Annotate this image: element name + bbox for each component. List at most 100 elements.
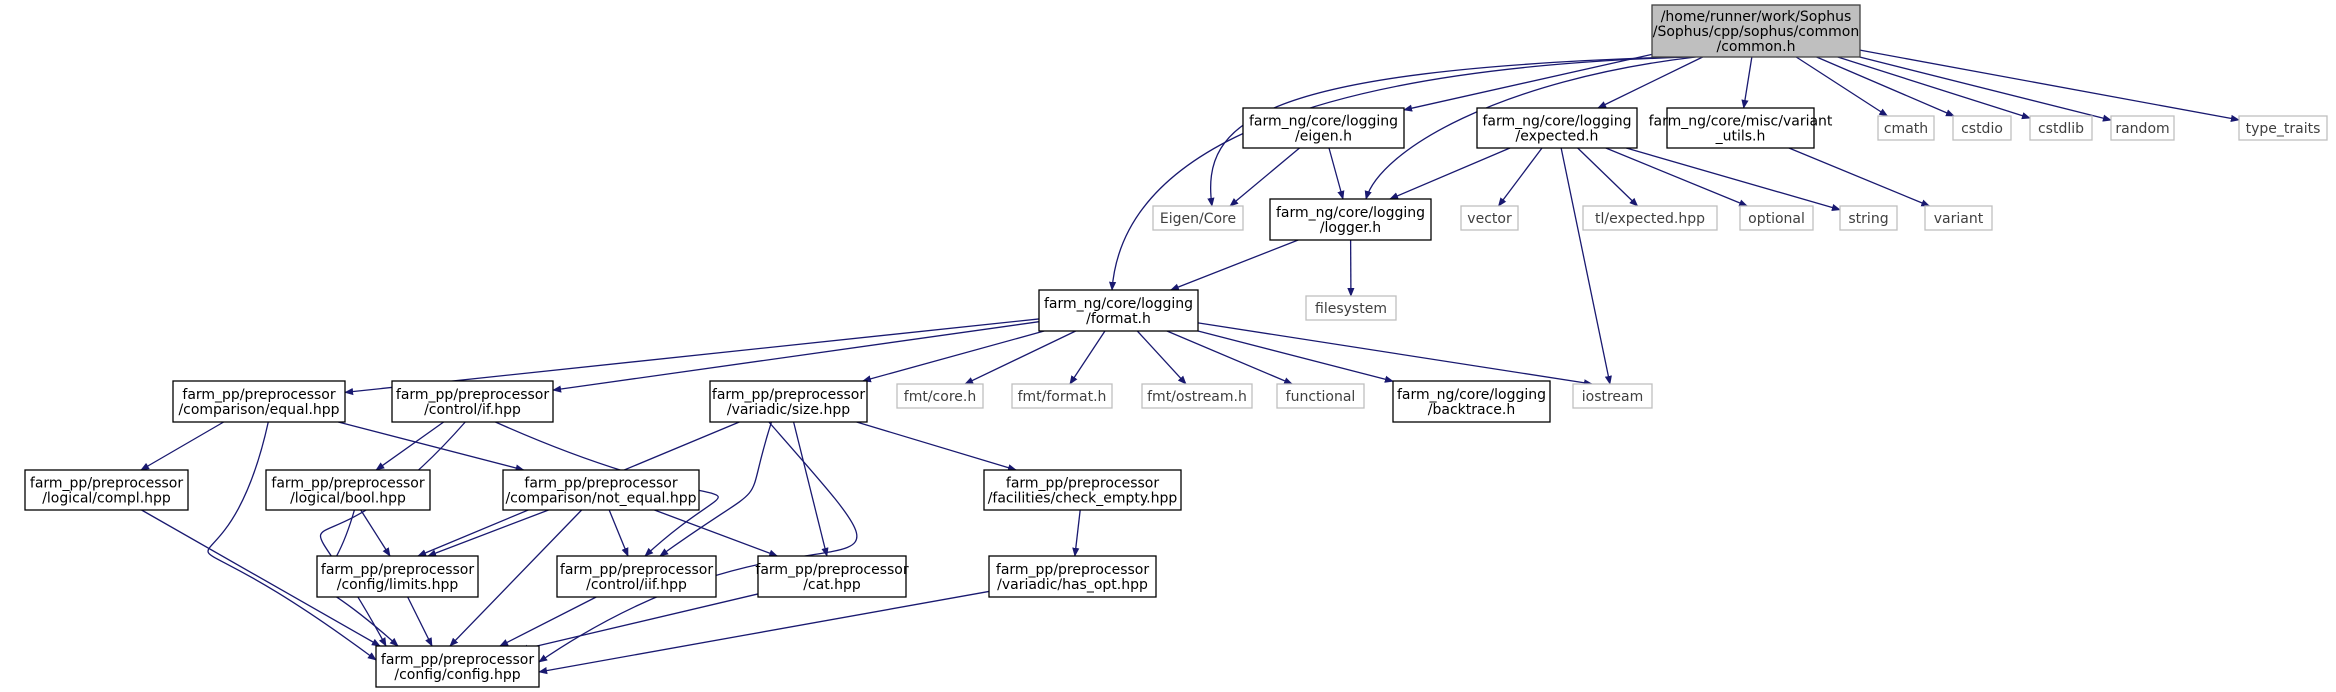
node-cfg-config[interactable]: farm_pp/preprocessor/config/config.hpp [375, 645, 540, 688]
node-label: /config/limits.hpp [337, 577, 459, 593]
node-label: /config/config.hpp [394, 667, 520, 683]
node-cstdlib: cstdlib [2029, 115, 2093, 141]
node-log-bool[interactable]: farm_pp/preprocessor/logical/bool.hpp [265, 469, 431, 511]
edge-expected_h-to-optional [1605, 147, 1749, 207]
node-tl-expected: tl/expected.hpp [1582, 205, 1718, 231]
node-label: farm_ng/core/misc/variant [1649, 114, 1833, 130]
node-fmt-format: fmt/format.h [1011, 383, 1113, 409]
node-string: string [1839, 205, 1898, 231]
node-box [265, 469, 431, 511]
edge-common-to-type_traits [1859, 49, 2240, 122]
node-label: farm_ng/core/logging [1249, 114, 1398, 130]
edge-format_h-to-fmt_format [1069, 330, 1106, 385]
node-label: farm_ng/core/logging [1397, 387, 1546, 403]
node-label: farm_pp/preprocessor [755, 562, 908, 578]
node-optional: optional [1739, 205, 1814, 231]
edge-ctrl_if-to-cfg_config [319, 421, 466, 647]
node-label: /variadic/size.hpp [727, 402, 850, 418]
node-label: /backtrace.h [1428, 402, 1515, 418]
node-box [1582, 205, 1718, 231]
edge-format_h-to-fmt_core [964, 330, 1076, 385]
node-ctrl-iif[interactable]: farm_pp/preprocessor/control/iif.hpp [556, 555, 717, 598]
node-box [1572, 383, 1653, 409]
edge-cfg_limits-to-cfg_config [407, 596, 433, 647]
edge-common-to-variant_utils [1741, 56, 1753, 109]
node-box [1152, 205, 1244, 231]
node-label: farm_pp/preprocessor [712, 387, 865, 403]
node-label: /format.h [1086, 311, 1151, 327]
node-label: farm_pp/preprocessor [182, 387, 335, 403]
node-label: /cat.hpp [803, 577, 861, 593]
node-cmp-equal[interactable]: farm_pp/preprocessor/comparison/equal.hp… [172, 380, 346, 423]
node-eigen-h[interactable]: farm_ng/core/logging/eigen.h [1242, 107, 1405, 149]
node-backtrace-h[interactable]: farm_ng/core/logging/backtrace.h [1392, 380, 1551, 423]
node-box [2238, 115, 2328, 141]
node-label: /logger.h [1320, 220, 1381, 236]
node-var-size[interactable]: farm_pp/preprocessor/variadic/size.hpp [709, 380, 868, 423]
node-cfg-limits[interactable]: farm_pp/preprocessor/config/limits.hpp [316, 555, 479, 598]
node-label: tl/expected.hpp [1595, 211, 1705, 227]
node-box [1877, 115, 1935, 141]
node-ctrl-if[interactable]: farm_pp/preprocessor/control/if.hpp [391, 380, 554, 423]
edge-common-to-format_h [1109, 56, 1692, 291]
node-box [988, 555, 1157, 598]
node-label: iostream [1582, 389, 1644, 405]
node-label: /expected.h [1516, 129, 1599, 145]
node-label: /facilities/check_empty.hpp [988, 491, 1178, 507]
node-log-compl[interactable]: farm_pp/preprocessor/logical/compl.hpp [24, 469, 189, 511]
node-box [24, 469, 189, 511]
node-label: random [2115, 121, 2169, 137]
node-label: optional [1748, 211, 1805, 227]
node-box [1666, 107, 1815, 149]
edge-variant_utils-to-variant [1788, 147, 1931, 207]
node-box [1038, 289, 1199, 332]
node-box [2029, 115, 2093, 141]
edge-var_size-to-cfg_config [538, 421, 858, 663]
node-cstdio: cstdio [1952, 115, 2012, 141]
node-label: /comparison/not_equal.hpp [505, 491, 696, 507]
edge-expected_h-to-vector [1497, 147, 1543, 207]
node-label: /comparison/equal.hpp [178, 402, 339, 418]
node-label: type_traits [2246, 121, 2321, 137]
node-filesystem: filesystem [1305, 295, 1397, 321]
node-label: farm_pp/preprocessor [381, 652, 534, 668]
node-label: _utils.h [1715, 129, 1766, 145]
node-label: farm_pp/preprocessor [271, 476, 424, 492]
node-type-traits: type_traits [2238, 115, 2328, 141]
node-label: farm_pp/preprocessor [996, 562, 1149, 578]
node-box [1839, 205, 1898, 231]
node-common[interactable]: /home/runner/work/Sophus/Sophus/cpp/soph… [1651, 4, 1861, 58]
node-logger-h[interactable]: farm_ng/core/logging/logger.h [1269, 198, 1432, 241]
node-box [1460, 205, 1519, 231]
node-format-h[interactable]: farm_ng/core/logging/format.h [1038, 289, 1199, 332]
node-pp-cat[interactable]: farm_pp/preprocessor/cat.hpp [755, 555, 909, 598]
edge-eigen_h-to-logger_h [1328, 147, 1345, 200]
node-check-empty[interactable]: farm_pp/preprocessor/facilities/check_em… [983, 469, 1182, 511]
edge-ctrl_iif-to-cfg_config [499, 596, 597, 647]
node-label: /logical/bool.hpp [290, 491, 406, 507]
edge-format_h-to-fmt_ostream [1136, 330, 1187, 385]
node-eigen-core: Eigen/Core [1152, 205, 1244, 231]
node-label: farm_pp/preprocessor [524, 476, 677, 492]
node-variant-utils[interactable]: farm_ng/core/misc/variant_utils.h [1649, 107, 1833, 149]
edge-var_size-to-check_empty [856, 421, 1017, 472]
node-vector: vector [1460, 205, 1519, 231]
node-has-opt[interactable]: farm_pp/preprocessor/variadic/has_opt.hp… [988, 555, 1157, 598]
node-fmt-ostream: fmt/ostream.h [1141, 383, 1253, 409]
edge-common-to-random [1859, 56, 2112, 122]
node-cmp-not-equal[interactable]: farm_pp/preprocessor/comparison/not_equa… [502, 469, 700, 511]
edge-log_bool-to-cfg_limits [360, 509, 391, 557]
node-label: farm_pp/preprocessor [30, 476, 183, 492]
node-label: farm_pp/preprocessor [560, 562, 713, 578]
edge-format_h-to-functional [1166, 330, 1293, 385]
edge-format_h-to-backtrace_h [1197, 330, 1394, 383]
edge-common-to-cmath [1795, 56, 1889, 117]
node-label: filesystem [1315, 301, 1387, 317]
node-label: farm_pp/preprocessor [1006, 476, 1159, 492]
node-label: cstdlib [2038, 121, 2084, 137]
edge-expected_h-to-tl_expected [1577, 147, 1639, 207]
node-expected-h[interactable]: farm_ng/core/logging/expected.h [1476, 107, 1638, 149]
node-variant: variant [1924, 205, 1993, 231]
node-label: farm_ng/core/logging [1482, 114, 1631, 130]
